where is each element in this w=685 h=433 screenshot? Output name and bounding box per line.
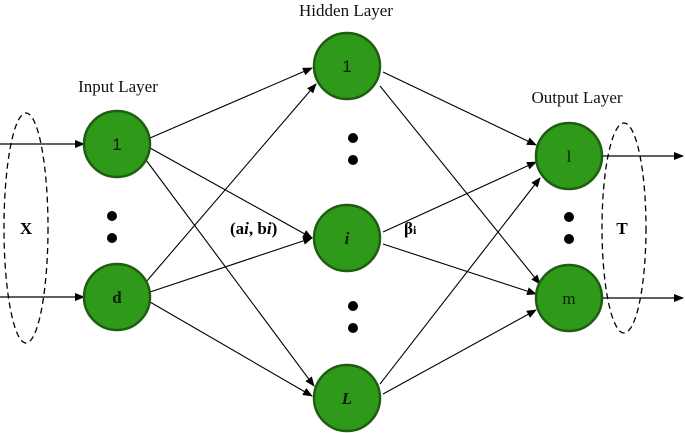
edge-ind-hL <box>149 301 313 397</box>
hidden-layer-title: Hidden Layer <box>299 1 393 20</box>
edge-hL-om <box>382 309 537 395</box>
output-layer-title: Output Layer <box>531 88 622 107</box>
output-vector-ellipse <box>601 122 647 334</box>
input-node-1: 1 <box>82 109 152 179</box>
input-ellipsis-dots <box>107 211 117 243</box>
input-layer-title: Input Layer <box>78 77 158 96</box>
input-vector-ellipse <box>3 112 49 344</box>
edge-hL-o1 <box>379 177 541 385</box>
hidden-node-L-label: L <box>341 389 352 408</box>
hidden-node-L: L <box>312 363 382 433</box>
input-weights-open: (a <box>230 219 245 238</box>
input-node-d-label: d <box>112 288 122 307</box>
input-weights-close: ) <box>272 219 278 238</box>
input-weights-mid: , b <box>249 219 267 238</box>
edge-ind-hi <box>149 237 313 293</box>
input-vector-label: X <box>20 219 33 238</box>
hidden-ellipsis-dots-lower <box>348 301 358 333</box>
output-weight-label: βi <box>404 219 417 238</box>
hidden-node-i: i <box>312 203 382 273</box>
input-node-d: d <box>82 262 152 332</box>
input-weights-label: (ai, bi) <box>230 219 277 238</box>
input-weights-sub-b: i <box>267 219 272 238</box>
hidden-node-1: 1 <box>312 31 382 101</box>
output-weight-sub: i <box>413 223 417 237</box>
edge-hi-o1 <box>382 161 537 233</box>
output-weight-beta: β <box>404 219 413 238</box>
input-weights-sub-a: i <box>244 219 249 238</box>
edge-in1-hi <box>149 147 313 239</box>
output-node-m: m <box>534 263 604 333</box>
edge-in1-h1 <box>149 67 313 139</box>
input-node-1-label: 1 <box>112 135 121 154</box>
edge-in1-hL <box>145 159 315 387</box>
edge-ind-h1 <box>145 83 317 283</box>
edge-h1-o1 <box>382 71 537 146</box>
edge-hi-om <box>382 243 537 296</box>
output-node-m-label: m <box>562 289 575 308</box>
output-node-1: l <box>534 121 604 191</box>
edge-h1-om <box>379 85 541 285</box>
output-ellipsis-dots <box>564 212 574 244</box>
hidden-ellipsis-dots-upper <box>348 133 358 165</box>
hidden-node-1-label: 1 <box>342 57 351 76</box>
hidden-node-i-label: i <box>345 229 350 248</box>
output-vector-label: T <box>616 219 628 238</box>
output-node-1-label: l <box>567 147 572 166</box>
